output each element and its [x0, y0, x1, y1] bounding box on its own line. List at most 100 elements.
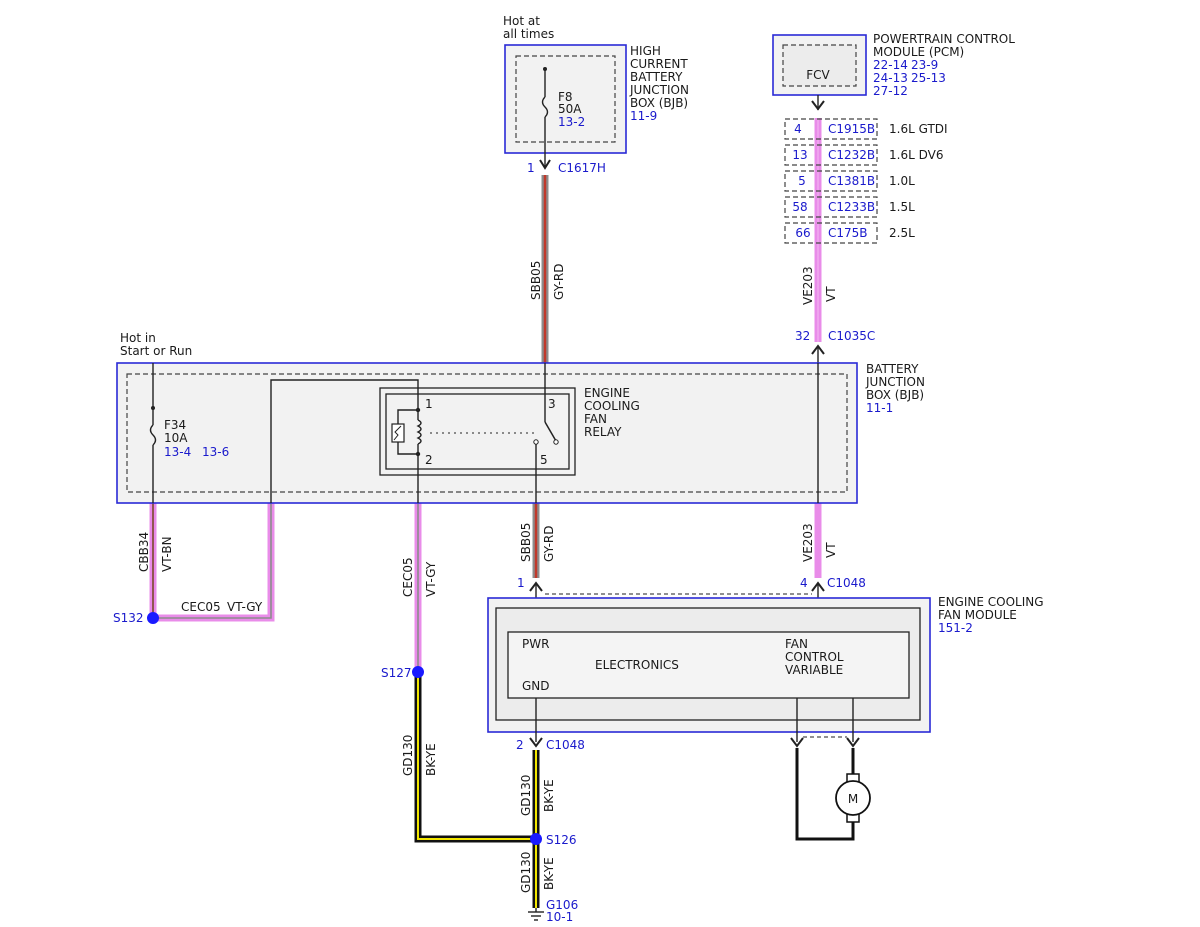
fan-module-pwr-label: PWR	[522, 637, 549, 651]
wire-cec05-h-circuit: CEC05	[181, 600, 221, 614]
pcm-connector-engine: 1.6L GTDI	[889, 122, 948, 136]
pcm-connector-arrow	[811, 100, 825, 111]
fuse-f34-rating: 10A	[164, 431, 188, 445]
wire-ve203-upper-circuit: VE203	[801, 266, 815, 305]
fuse-f34-ref-2: 13-6	[202, 445, 229, 459]
fan-motor-circuit: M	[790, 736, 871, 841]
fuse-f34-id: F34	[164, 418, 186, 432]
wire-label-gd130-lower: GD130 BK-YE	[519, 852, 556, 893]
wire-gd130-b-color: BK-YE	[542, 779, 556, 812]
wire-label-gd130-upper: GD130 BK-YE	[519, 775, 556, 816]
wire-label-cec05-horizontal: CEC05 VT-GY	[181, 600, 263, 614]
fan-motor-label: M	[848, 792, 858, 806]
wire-label-ve203-lower: VE203 VT	[801, 523, 838, 562]
connector-c1617h-name: C1617H	[558, 161, 606, 175]
fan-module-electronics	[507, 631, 910, 699]
relay-title-4: RELAY	[584, 425, 622, 439]
pcm-connector-pin: 4	[794, 122, 802, 136]
wire-gd130-c-color: BK-YE	[542, 857, 556, 890]
pcm-ref-2b: 25-13	[911, 71, 946, 85]
connector-c1035c-name: C1035C	[828, 329, 875, 343]
connector-c1035c-pin: 32	[795, 329, 810, 343]
wire-gd130-s127	[414, 672, 535, 843]
pcm-connector-row: 5 C1381B 1.0L	[784, 170, 915, 192]
pcm-connector-row: 13 C1232B 1.6L DV6	[784, 144, 943, 166]
relay-pin-1: 1	[425, 397, 433, 411]
bjb-title-2: JUNCTION	[865, 375, 925, 389]
pcm-connector-row: 4 C1915B 1.6L GTDI	[784, 118, 948, 140]
relay-title-2: COOLING	[584, 399, 640, 413]
pcm-ref-1a: 22-14	[873, 58, 908, 72]
wire-label-cbb34: CBB34 VT-BN	[137, 532, 174, 572]
relay-pin-2: 2	[425, 453, 433, 467]
pcm-ref-2a: 24-13	[873, 71, 908, 85]
connector-c1617h-pin: 1	[527, 161, 535, 175]
splice-s132: S132	[113, 611, 159, 625]
pcm-fcv-block	[782, 44, 857, 87]
pcm-ref-3a: 27-12	[873, 84, 908, 98]
wire-cbb34-circuit: CBB34	[137, 532, 151, 572]
ground-g106: G106 10-1	[528, 898, 578, 924]
bjb-high-current-title-4: JUNCTION	[629, 83, 689, 97]
ground-g106-id: G106	[546, 898, 578, 912]
wire-label-sbb05-lower: SBB05 GY-RD	[519, 523, 556, 562]
relay-outer	[379, 387, 576, 476]
fuse-f8-id: F8	[558, 90, 573, 104]
splice-s126: S126	[530, 833, 577, 847]
pcm-connector-row: 66 C175B 2.5L	[784, 222, 915, 244]
wire-sbb05-lower-circuit: SBB05	[519, 523, 533, 562]
fan-module-ref: 151-2	[938, 621, 973, 635]
pcm-connector-row: 58 C1233B 1.5L	[784, 196, 915, 218]
fan-motor-icon	[835, 780, 871, 816]
relay-switch	[533, 363, 559, 503]
bjb-high-current-inner	[515, 55, 616, 143]
fan-module-title-2: FAN MODULE	[938, 608, 1017, 622]
wire-cec05-v-circuit: CEC05	[401, 557, 415, 597]
fuse-f34-symbol	[149, 424, 157, 446]
wire-cec05-s132	[153, 503, 275, 622]
wire-gd130-a-color: BK-YE	[424, 743, 438, 776]
wire-gd130-a-circuit: GD130	[401, 735, 415, 776]
connector-c1048-pwr-pin: 1	[517, 576, 525, 590]
fuse-f8-rating: 50A	[558, 102, 582, 116]
bjb-high-current-title-3: BATTERY	[630, 70, 683, 84]
bjb-high-current-box	[504, 44, 627, 154]
ground-g106-ref: 10-1	[546, 910, 573, 924]
bjb-box	[116, 362, 858, 504]
wire-ve203-upper-color: VT	[824, 286, 838, 302]
wire-sbb05-lower-color: GY-RD	[542, 525, 556, 562]
wire-sbb05-upper-circuit: SBB05	[529, 261, 543, 300]
bjb-title-1: BATTERY	[866, 362, 919, 376]
fan-module-control-2: CONTROL	[785, 650, 844, 664]
fan-module: ENGINE COOLING FAN MODULE 151-2 PWR GND …	[487, 595, 1044, 742]
bjb-inner	[126, 373, 848, 493]
pcm-connector-engine: 1.0L	[889, 174, 915, 188]
pcm-connector-engine: 1.5L	[889, 200, 915, 214]
wire-label-gd130-s127: GD130 BK-YE	[401, 735, 438, 776]
relay-title-3: FAN	[584, 412, 607, 426]
connector-c1048-gnd: 2 C1048	[516, 737, 585, 752]
pcm-title-1: POWERTRAIN CONTROL	[873, 32, 1015, 46]
bjb-high-current-supply-2: all times	[503, 27, 554, 41]
wire-label-ve203-upper: VE203 VT	[801, 266, 838, 305]
bjb-high-current-title-5: BOX (BJB)	[630, 96, 688, 110]
pcm-connector-name: C1915B	[828, 122, 875, 136]
wire-label-cec05-vertical: CEC05 VT-GY	[401, 557, 438, 597]
pcm-title-2: MODULE (PCM)	[873, 45, 964, 59]
pcm-connector-name: C175B	[828, 226, 868, 240]
bjb-internal-wire	[270, 379, 419, 503]
pcm-connector-name: C1381B	[828, 174, 875, 188]
relay-pin-3: 3	[548, 397, 556, 411]
pcm-connector-engine: 2.5L	[889, 226, 915, 240]
pcm-connector-name: C1232B	[828, 148, 875, 162]
fuse-f34-ref-1: 13-4	[164, 445, 191, 459]
bjb-supply-1: Hot in	[120, 331, 156, 345]
fuse-f8-ref: 13-2	[558, 115, 585, 129]
bjb-high-current-supply-1: Hot at	[503, 14, 540, 28]
pcm-ref-1b: 23-9	[911, 58, 938, 72]
pcm-connector-pin: 58	[792, 200, 807, 214]
pcm-connector-pin: 13	[792, 148, 807, 162]
connector-c1048-fan-pin: 4	[800, 576, 808, 590]
wire-cec05-v-color: VT-GY	[424, 561, 438, 597]
